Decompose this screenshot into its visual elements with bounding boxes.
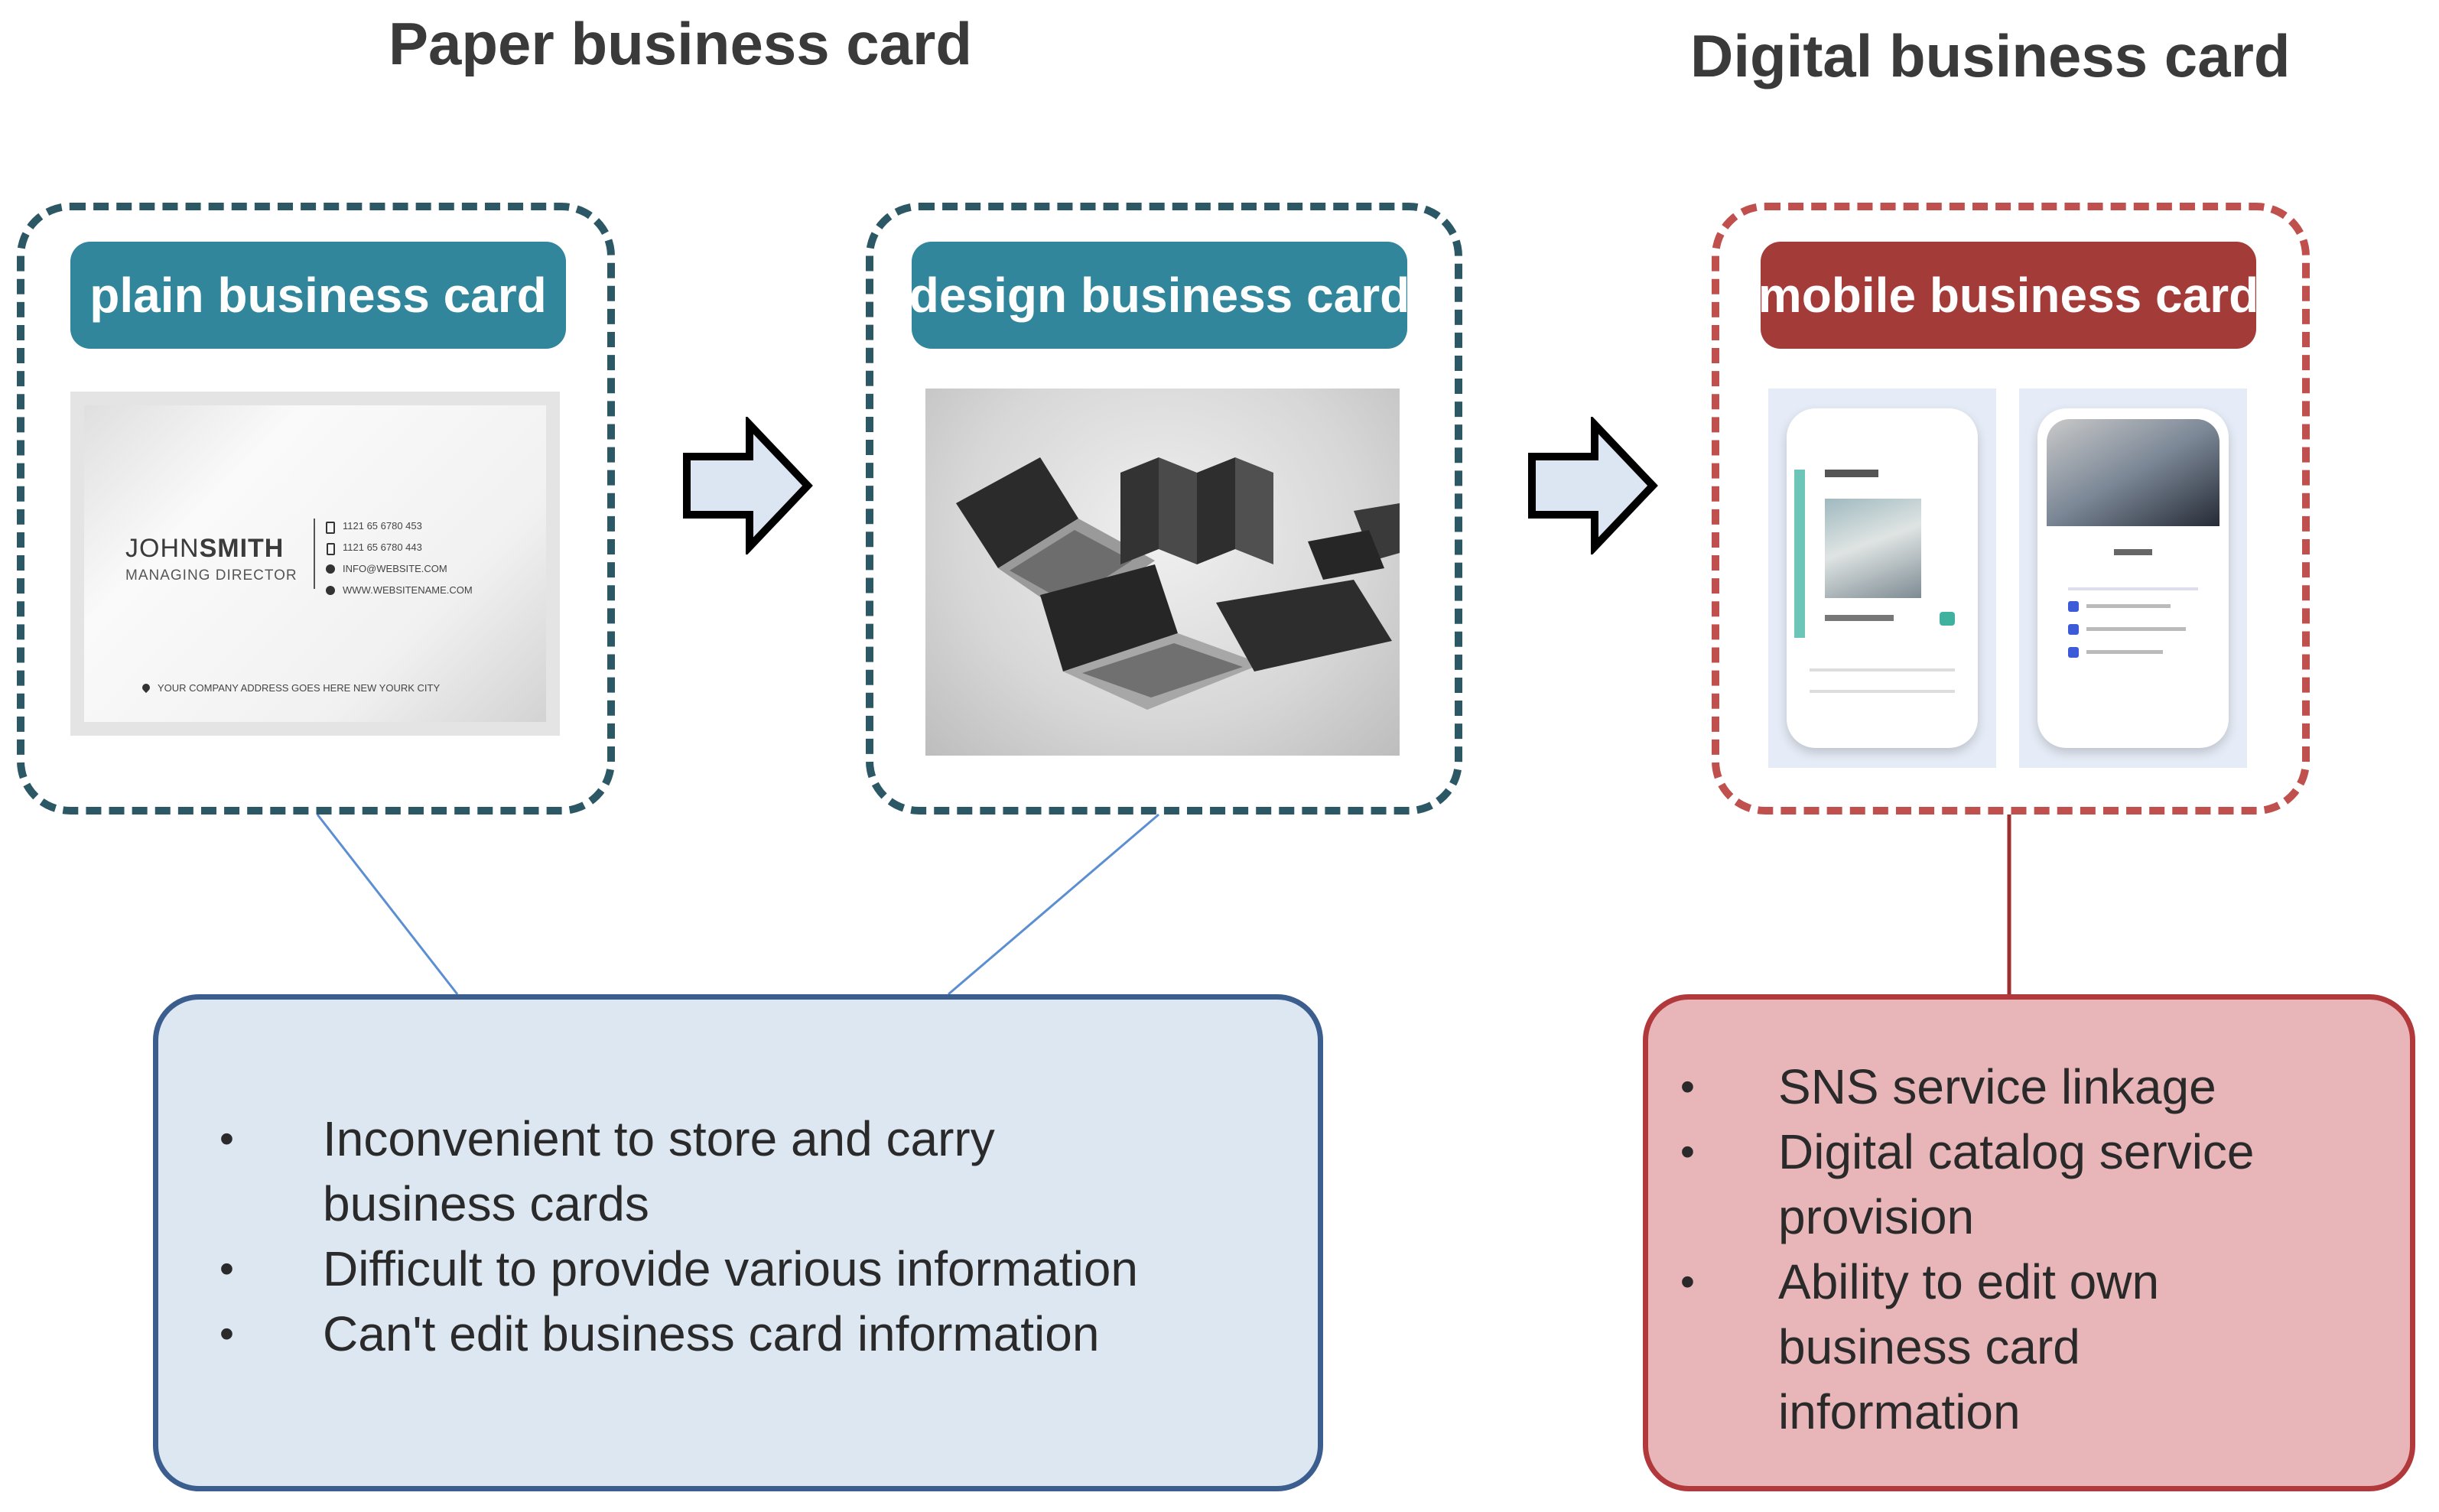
mobile-card-phone-right xyxy=(2037,408,2229,748)
phone-contact-icon xyxy=(2068,624,2079,635)
list-item: • Can't edit business card information xyxy=(220,1302,1290,1367)
phone-text-lines xyxy=(2086,627,2186,631)
phone-contact-icon xyxy=(2068,601,2079,612)
design-mockup-drawing xyxy=(956,457,1400,710)
right-arrow-icon xyxy=(1528,417,1658,554)
card-contact-line: WWW.WEBSITENAME.COM xyxy=(343,584,473,596)
card-address: YOUR COMPANY ADDRESS GOES HERE NEW YOURK… xyxy=(158,682,441,694)
design-to-note-line xyxy=(948,813,1159,996)
right-arrow-icon xyxy=(683,417,813,554)
plain-business-card-image: JOHNSMITH MANAGING DIRECTOR 1121 65 6780… xyxy=(70,392,560,736)
phone-text-lines xyxy=(2086,650,2163,654)
email-icon xyxy=(326,564,335,574)
phone-accent-bar xyxy=(1794,470,1805,638)
phone-text-lines xyxy=(2114,549,2152,555)
list-item: • Inconvenient to store and carry busine… xyxy=(220,1107,1290,1237)
mobile-card-frame xyxy=(1712,203,2310,815)
card-contact-line: INFO@WEBSITE.COM xyxy=(343,563,447,574)
phone-text-lines xyxy=(2068,587,2198,590)
paper-card-limitations-list: • Inconvenient to store and carry busine… xyxy=(220,1107,1290,1367)
globe-icon xyxy=(326,586,335,595)
plain-card-tag: plain business card xyxy=(70,242,566,349)
design-card-tag: design business card xyxy=(909,242,1410,349)
phone-text-lines xyxy=(1825,470,1878,477)
phone-icon xyxy=(326,522,335,534)
list-item: • SNS service linkage xyxy=(1680,1055,2384,1120)
bullet-icon: • xyxy=(1680,1259,1695,1305)
bullet-icon: • xyxy=(1680,1064,1695,1110)
mobile-card-phone-left xyxy=(1787,408,1978,748)
card-divider xyxy=(314,519,315,589)
list-item: • Difficult to provide various informati… xyxy=(220,1237,1290,1302)
list-item: • Digital catalog service provision xyxy=(1680,1120,2384,1250)
card-role: MANAGING DIRECTOR xyxy=(125,567,298,584)
digital-card-advantages-list: • SNS service linkage • Digital catalog … xyxy=(1680,1055,2384,1445)
bullet-icon: • xyxy=(220,1246,234,1292)
bullet-icon: • xyxy=(220,1116,234,1162)
phone-contact-icon xyxy=(2068,647,2079,658)
card-contact-line: 1121 65 6780 453 xyxy=(343,520,422,532)
design-business-card-photo xyxy=(925,389,1400,756)
card-contact-line: 1121 65 6780 443 xyxy=(343,541,422,553)
list-item: • Ability to edit own business card info… xyxy=(1680,1250,2384,1445)
phone-profile-photo xyxy=(1825,499,1921,598)
bullet-icon: • xyxy=(1680,1129,1695,1175)
paper-card-limitations-box: • Inconvenient to store and carry busine… xyxy=(153,994,1323,1491)
location-pin-icon xyxy=(140,681,152,694)
design-card-frame xyxy=(866,203,1462,815)
plain-card-frame xyxy=(17,203,615,815)
phone-profile-photo xyxy=(2047,419,2219,526)
phone-call-icon xyxy=(1940,612,1955,626)
mobile-icon xyxy=(327,543,335,555)
digital-card-advantages-box: • SNS service linkage • Digital catalog … xyxy=(1643,994,2415,1491)
paper-business-card-heading: Paper business card xyxy=(389,10,973,77)
phone-text-lines xyxy=(1810,690,1955,693)
digital-business-card-heading: Digital business card xyxy=(1690,22,2291,89)
phone-text-lines xyxy=(2086,604,2171,608)
phone-text-lines xyxy=(1810,668,1955,671)
phone-text-lines xyxy=(1825,615,1894,621)
card-name: JOHNSMITH xyxy=(125,534,285,563)
plain-to-note-line xyxy=(316,814,459,995)
mobile-card-tag: mobile business card xyxy=(1758,242,2259,349)
bullet-icon: • xyxy=(220,1311,234,1357)
